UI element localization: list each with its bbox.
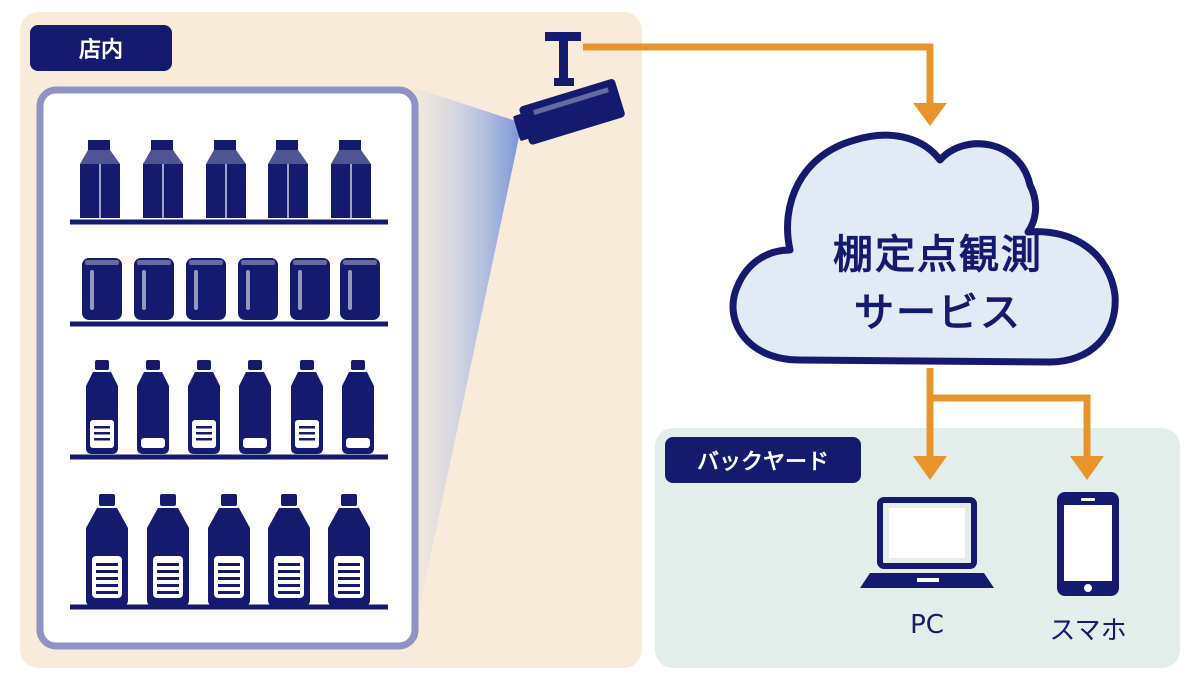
product-group	[80, 140, 380, 606]
large-bottle-icon	[86, 494, 128, 606]
small-bottle-icon	[291, 360, 323, 454]
camera-icon	[513, 32, 625, 145]
can-icon	[186, 258, 226, 320]
store-label: 店内	[30, 25, 172, 71]
milk-carton-icon	[268, 140, 308, 218]
cloud-title-line2: サービス	[854, 290, 1022, 336]
large-bottle-icon	[328, 494, 370, 606]
arrow-camera-to-cloud	[583, 43, 947, 126]
pc-label: PC	[910, 610, 944, 640]
large-bottle-icon	[208, 494, 250, 606]
can-icon	[238, 258, 278, 320]
camera-beam	[415, 88, 522, 615]
small-bottle-icon	[239, 360, 271, 454]
milk-carton-icon	[80, 140, 120, 218]
can-icon	[82, 258, 122, 320]
backyard-label-text: バックヤード	[696, 450, 829, 475]
large-bottle-icon	[268, 494, 310, 606]
small-bottle-icon	[342, 360, 374, 454]
cloud-title-line1: 棚定点観測	[833, 232, 1043, 278]
small-bottle-icon	[86, 360, 118, 454]
milk-carton-icon	[206, 140, 246, 218]
milk-carton-icon	[331, 140, 371, 218]
small-bottle-icon	[137, 360, 169, 454]
can-icon	[340, 258, 380, 320]
phone-label: スマホ	[1049, 616, 1127, 646]
arrow-to-pc	[913, 456, 947, 480]
arrow-cloud-to-devices	[913, 368, 1104, 480]
can-icon	[134, 258, 174, 320]
can-icon	[290, 258, 330, 320]
cloud-icon	[729, 131, 1119, 366]
large-bottle-icon	[147, 494, 189, 606]
backyard-label: バックヤード	[665, 437, 861, 483]
smartphone-icon	[1057, 492, 1119, 596]
laptop-icon	[860, 497, 994, 588]
milk-carton-icon	[143, 140, 183, 218]
shelf-unit	[36, 86, 419, 650]
arrow-to-phone	[1070, 456, 1104, 480]
store-label-text: 店内	[78, 38, 123, 63]
small-bottle-icon	[188, 360, 220, 454]
